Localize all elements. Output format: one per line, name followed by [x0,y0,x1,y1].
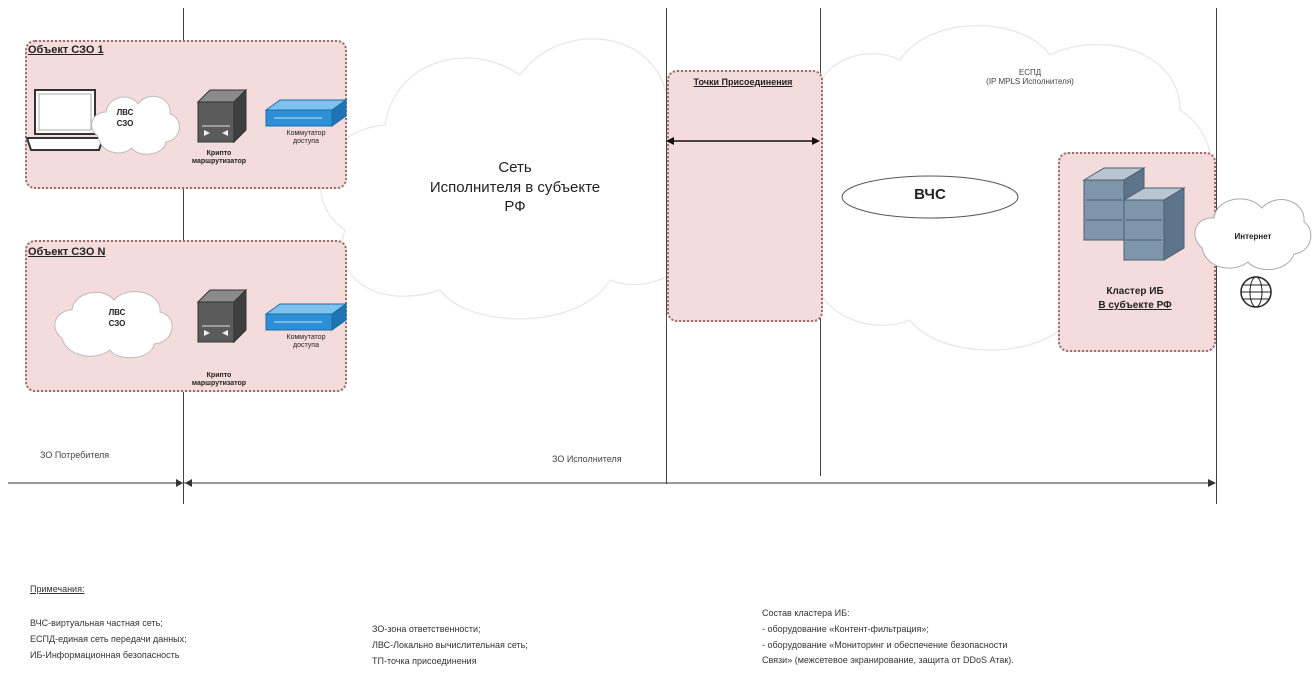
lan-label-line2: СЗО [108,319,126,328]
crypto-router-label: Крипто маршрутизатор [191,372,247,388]
crypto-router-label: Крипто маршрутизатор [191,150,247,166]
cluster-subtitle: В субъекте РФ [1098,300,1172,311]
crypto-router-icon [196,288,248,344]
lan-label-line1: ЛВС [116,108,134,117]
network-cloud-line1: Сеть [498,159,532,176]
executor-zone-label: ЗО Исполнителя [552,454,622,464]
lan-cloud-icon [54,291,173,359]
espd-line2: (IP MPLS Исполнителя) [986,77,1074,87]
access-switch-icon [264,303,348,331]
notes-column-1: ВЧС-виртуальная частная сеть; ЕСПД-едина… [30,618,187,660]
separator-line-join [666,8,667,484]
access-switch-label: Коммутатор доступа [286,130,326,146]
network-cloud-label: Сеть Исполнителя в субъекте РФ [380,158,650,217]
lan-label-line2: СЗО [116,119,134,128]
globe-icon [1240,276,1272,308]
responsibility-arrow-line [8,479,1216,487]
zone-object-1-title: Объект СЗО 1 [28,44,104,56]
crypto-router-icon [196,88,248,144]
notes-column-2: ЗО-зона ответственности; ЛВС-Локально вы… [372,624,528,666]
server-cluster-icon [1082,167,1186,261]
cluster-title: Кластер ИБ [1106,286,1164,297]
vchs-ellipse [841,175,1019,219]
vchs-label: ВЧС [914,186,946,203]
access-switch-label: Коммутатор доступа [286,334,326,350]
internet-cloud-icon [1194,198,1312,271]
laptop-icon [25,89,105,151]
zone-object-n-title: Объект СЗО N [28,246,106,258]
network-cloud-line3: РФ [504,198,526,215]
network-cloud-line2: Исполнителя в субъекте [429,178,601,196]
lan-cloud-icon [91,95,180,155]
espd-line1: ЕСПД [1018,68,1042,77]
consumer-zone-label: ЗО Потребителя [40,450,110,460]
zone-join-points [667,70,823,322]
lan-label-line1: ЛВС [108,308,126,317]
join-points-title: Точки Присоединения [693,77,793,87]
espd-label: ЕСПД (IP MPLS Исполнителя) [940,68,1120,86]
notes-heading: Примечания: [30,584,85,594]
join-double-arrow [666,137,820,145]
notes-column-3: Состав кластера ИБ: - оборудование «Конт… [762,608,1014,666]
internet-label: Интернет [1234,232,1272,241]
access-switch-icon [264,99,348,127]
